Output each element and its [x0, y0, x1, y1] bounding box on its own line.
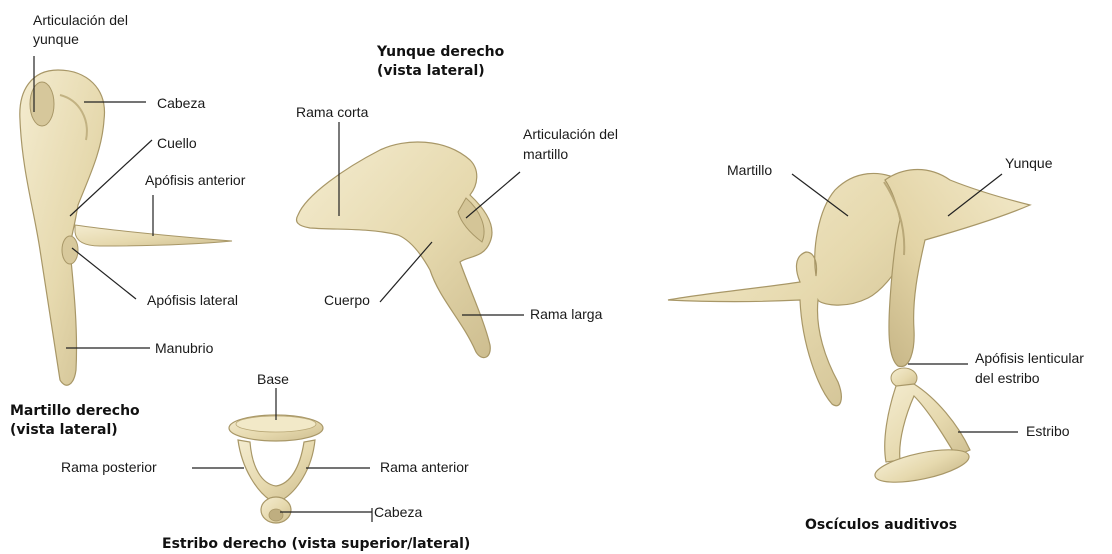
title-malleus-line1: Martillo derecho: [10, 402, 140, 420]
label-ossicles-estribo: Estribo: [1026, 423, 1070, 440]
title-incus-line2: (vista lateral): [377, 62, 485, 80]
label-malleus-manubrio: Manubrio: [155, 340, 213, 357]
label-malleus-cabeza: Cabeza: [157, 95, 205, 112]
articulated-ossicles: [668, 170, 1030, 489]
label-malleus-articulacion-line2: yunque: [33, 31, 79, 48]
label-malleus-apofisis-lateral: Apófisis lateral: [147, 292, 238, 309]
title-incus-line1: Yunque derecho: [377, 43, 504, 61]
label-stapes-rama-anterior: Rama anterior: [380, 459, 469, 476]
label-ossicles-apofisis-lenticular-line2: del estribo: [975, 370, 1040, 387]
label-stapes-base: Base: [257, 371, 289, 388]
label-malleus-apofisis-anterior: Apófisis anterior: [145, 172, 245, 189]
label-ossicles-martillo: Martillo: [727, 162, 772, 179]
title-stapes: Estribo derecho (vista superior/lateral): [162, 535, 470, 553]
leader-malleus-apofisis-lateral: [72, 248, 136, 299]
label-ossicles-yunque: Yunque: [1005, 155, 1053, 172]
label-malleus-articulacion-line1: Articulación del: [33, 12, 128, 29]
label-incus-rama-larga: Rama larga: [530, 306, 602, 323]
incus-bone: [297, 142, 492, 358]
title-malleus-line2: (vista lateral): [10, 421, 118, 439]
label-stapes-rama-posterior: Rama posterior: [61, 459, 157, 476]
title-ossicles: Oscículos auditivos: [805, 516, 957, 534]
stapes-bone: [229, 415, 323, 523]
label-incus-rama-corta: Rama corta: [296, 104, 368, 121]
malleus-bone: [20, 70, 232, 385]
leader-incus-cuerpo: [380, 242, 432, 302]
label-incus-cuerpo: Cuerpo: [324, 292, 370, 309]
label-ossicles-apofisis-lenticular-line1: Apófisis lenticular: [975, 350, 1084, 367]
label-incus-articulacion-line2: martillo: [523, 146, 568, 163]
label-malleus-cuello: Cuello: [157, 135, 197, 152]
label-incus-articulacion-line1: Articulación del: [523, 126, 618, 143]
label-stapes-cabeza: Cabeza: [374, 504, 422, 521]
